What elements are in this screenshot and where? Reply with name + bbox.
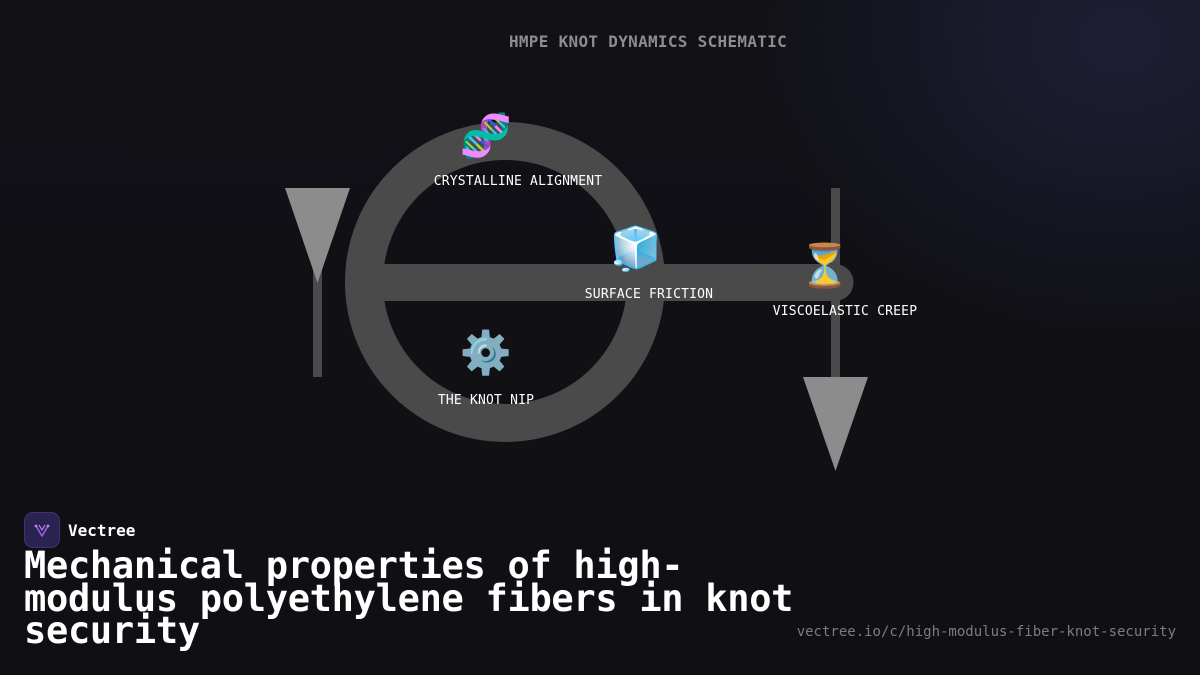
- vectree-logo-icon: [24, 512, 60, 548]
- brand-name: Vectree: [68, 520, 136, 540]
- node-surface-friction: 🧊 SURFACE FRICTION: [559, 224, 714, 303]
- node-crystalline-alignment: 🧬 CRYSTALLINE ALIGNMENT: [370, 111, 603, 190]
- node-label: SURFACE FRICTION: [584, 287, 714, 302]
- gear-icon: ⚙️: [459, 328, 513, 377]
- page-title: Mechanical properties of high-modulus po…: [24, 544, 794, 652]
- brand: Vectree: [24, 512, 135, 548]
- left-arrow-head: [285, 188, 350, 283]
- hourglass-icon: ⏳: [798, 241, 852, 290]
- dna-icon: 🧬: [459, 111, 513, 160]
- right-arrow-head: [803, 377, 868, 471]
- node-knot-nip: ⚙️ THE KNOT NIP: [437, 328, 535, 409]
- ice-cube-icon: 🧊: [609, 224, 663, 273]
- working-strand: [346, 264, 854, 301]
- node-label: THE KNOT NIP: [437, 393, 535, 408]
- node-viscoelastic-creep: ⏳ VISCOELASTIC CREEP: [733, 241, 918, 320]
- page-url: vectree.io/c/high-modulus-fiber-knot-sec…: [796, 624, 1176, 640]
- node-label: CRYSTALLINE ALIGNMENT: [433, 174, 603, 189]
- vectree-mark: [34, 524, 50, 537]
- schematic-title: HMPE KNOT DYNAMICS SCHEMATIC: [508, 32, 788, 51]
- node-label: VISCOELASTIC CREEP: [772, 304, 918, 319]
